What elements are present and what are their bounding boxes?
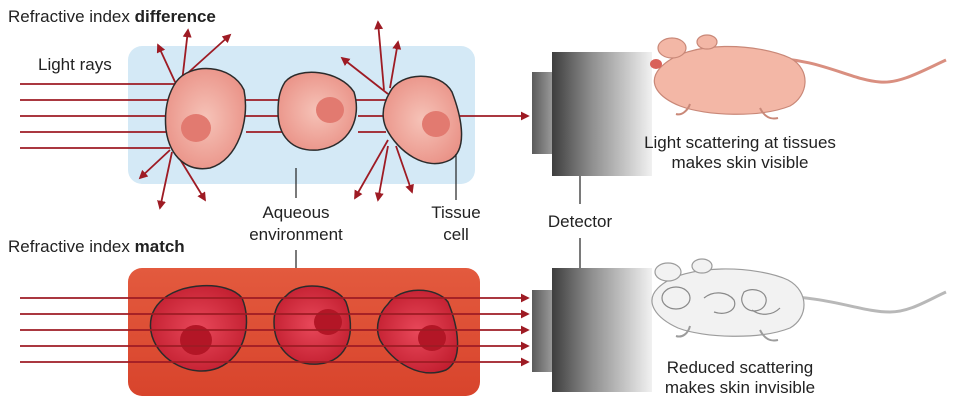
cells-bottom xyxy=(149,285,459,374)
tissue-cell-bottom-2 xyxy=(273,285,352,365)
top-title: Refractive index difference xyxy=(8,7,216,26)
bottom-caption-line1: Reduced scattering xyxy=(667,358,813,377)
detector-top xyxy=(552,52,652,176)
aqueous-label-line1: Aqueous xyxy=(262,203,329,222)
between-rays-top xyxy=(240,99,388,133)
top-caption-line1: Light scattering at tissues xyxy=(644,133,836,152)
tissue-label-line1: Tissue xyxy=(431,203,480,222)
top-caption-line2: makes skin visible xyxy=(672,153,809,172)
tissue-cell-bottom-3 xyxy=(376,289,459,374)
nuclei-bottom xyxy=(180,309,446,355)
tissue-cell-top-3 xyxy=(382,75,463,165)
bottom-caption-line2: makes skin invisible xyxy=(665,378,815,397)
mouse-top xyxy=(650,34,947,120)
incoming-rays-top xyxy=(20,83,175,149)
detector-label: Detector xyxy=(548,212,613,231)
bottom-title: Refractive index match xyxy=(8,237,185,256)
detector-bottom xyxy=(552,268,652,392)
tissue-label-line2: cell xyxy=(443,225,469,244)
straight-rays-bottom xyxy=(20,293,530,367)
nuclei-top xyxy=(181,97,450,142)
light-rays-label: Light rays xyxy=(38,55,112,74)
mouse-bottom xyxy=(651,258,947,342)
aqueous-label-line2: environment xyxy=(249,225,343,244)
